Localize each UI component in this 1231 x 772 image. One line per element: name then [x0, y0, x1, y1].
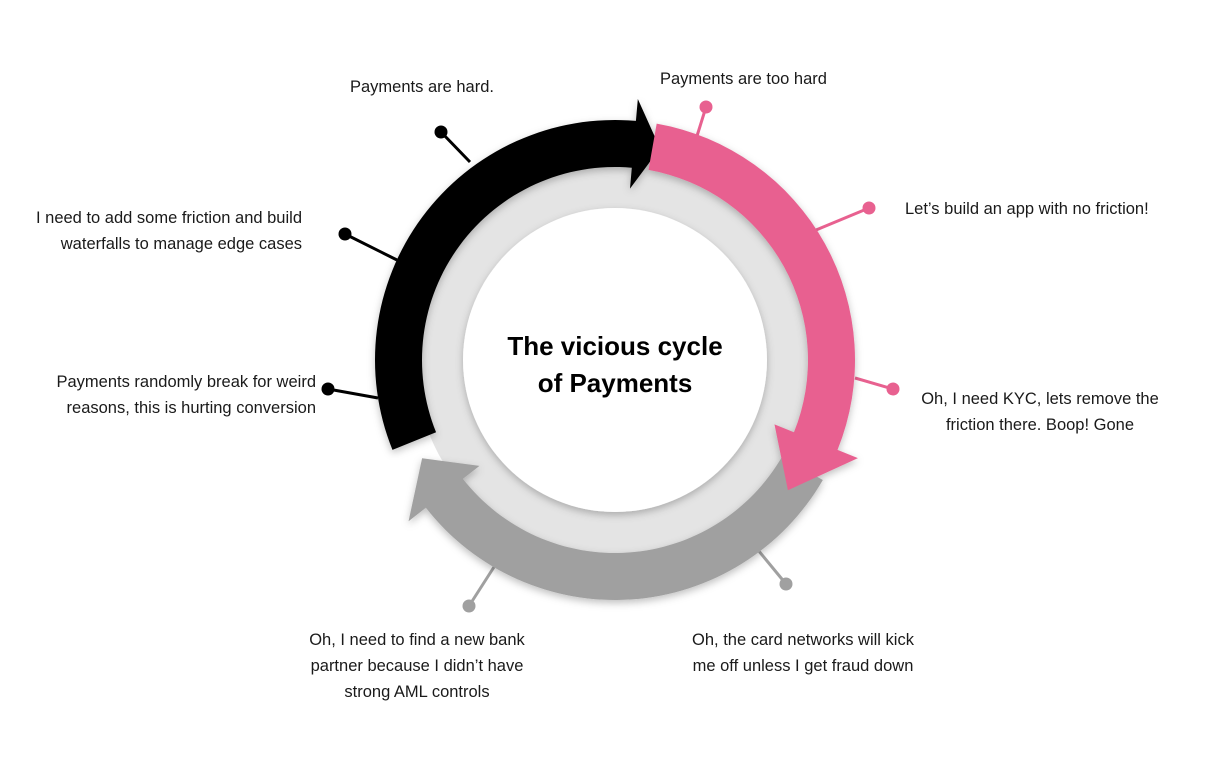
label-line: reasons, this is hurting conversion	[66, 399, 316, 417]
label-line: Oh, I need KYC, lets remove the	[921, 390, 1159, 408]
label-line: I need to add some friction and build	[35, 209, 302, 227]
connector-line	[327, 387, 379, 400]
label-line: Oh, the card networks will kick	[692, 631, 914, 649]
connector-dot	[699, 100, 713, 114]
connector-line	[854, 376, 894, 391]
gray-arrow	[408, 456, 823, 600]
label-line: Payments randomly break for weird	[56, 373, 316, 391]
label-line: waterfalls to manage edge cases	[60, 235, 302, 253]
label-line: friction there. Boop! Gone	[945, 416, 1135, 434]
connector-dot	[862, 201, 876, 215]
connector-line	[439, 130, 472, 164]
step-label-3: Let’s build an app with no friction!	[905, 196, 1149, 222]
connector-line	[815, 206, 870, 232]
diagram-title: The vicious cycle of Payments	[507, 328, 722, 402]
center-disc	[463, 208, 767, 512]
label-line: Payments are too hard	[660, 70, 827, 88]
label-line: Oh, I need to find a new bank	[309, 631, 525, 649]
label-line: partner because I didn’t have	[310, 657, 524, 675]
connector-line	[756, 549, 788, 585]
label-line: Let’s build an app with no friction!	[905, 200, 1149, 218]
step-label-4: Oh, I need KYC, lets remove the friction …	[921, 386, 1159, 438]
black-arrow	[375, 98, 661, 450]
connector-dot	[462, 599, 476, 613]
step-label-2: Payments are too hard	[660, 66, 827, 92]
label-line: me off unless I get fraud down	[692, 657, 914, 675]
title-line-1: The vicious cycle	[507, 331, 723, 361]
connector-dot	[886, 382, 900, 396]
step-label-5: Oh, the card networks will kick me off un…	[692, 627, 914, 679]
step-label-1: Payments are hard.	[350, 74, 494, 100]
step-label-7: Payments randomly break for weird reasons…	[56, 369, 316, 421]
title-line-2: of Payments	[537, 368, 693, 398]
step-label-6: Oh, I need to find a new bank partner bec…	[309, 627, 525, 705]
pink-arrow	[648, 123, 858, 491]
connector-line	[467, 566, 496, 607]
label-line: strong AML controls	[344, 683, 490, 701]
connector-dot	[338, 227, 352, 241]
connector-line	[344, 232, 398, 262]
label-line: Payments are hard.	[350, 78, 494, 96]
connector-dot	[434, 125, 448, 139]
step-label-8: I need to add some friction and build wat…	[36, 205, 302, 257]
connector-dot	[321, 382, 335, 396]
connector-dot	[779, 577, 793, 591]
